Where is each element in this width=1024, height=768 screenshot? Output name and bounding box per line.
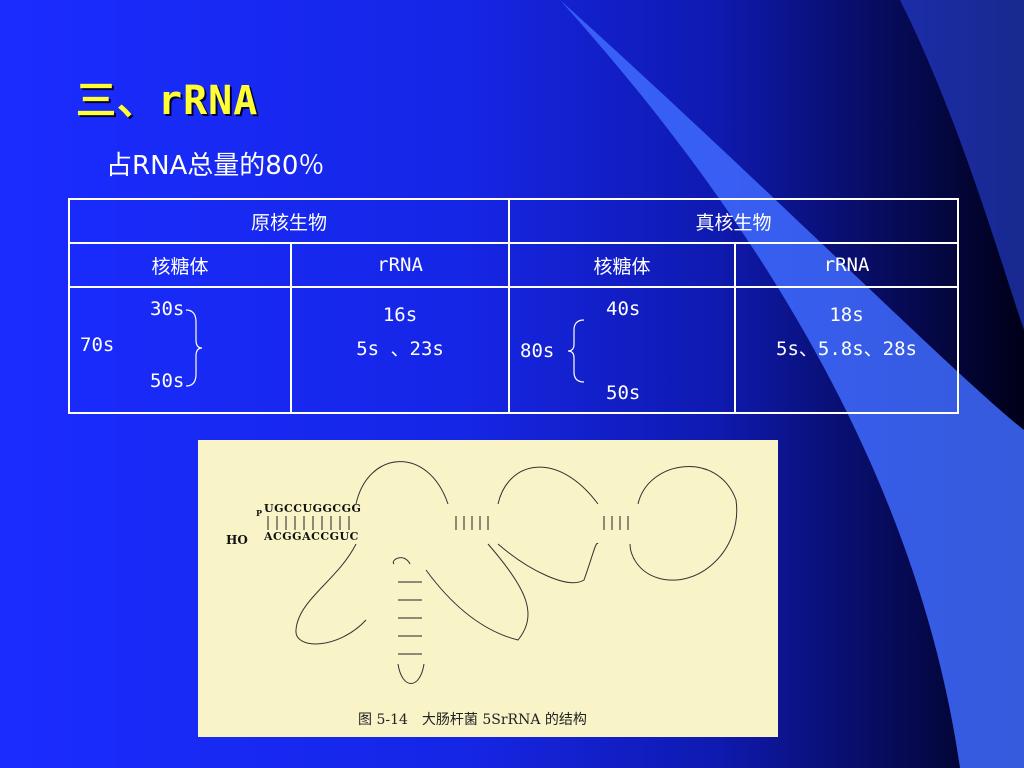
eukaryote-rrna-small: 18s	[829, 304, 864, 326]
prokaryote-rrna-large: 5s 、23s	[356, 338, 444, 360]
cell-eukaryote-rrna: 18s 5s、5.8s、28s	[734, 286, 960, 414]
table-subheader-row: 核糖体 rRNA 核糖体 rRNA	[68, 242, 960, 288]
cell-eukaryote-ribosome: 40s 80s 50s	[508, 286, 737, 414]
prokaryote-large-subunit: 50s	[150, 370, 185, 392]
prokaryote-small-subunit: 30s	[150, 298, 185, 320]
brace-icon	[185, 309, 203, 387]
col-prokaryote-ribosome: 核糖体	[68, 242, 292, 288]
rrna-table: 原核生物 真核生物 核糖体 rRNA 核糖体 rRNA 30s 70s 50s …	[67, 198, 960, 414]
p-label: P	[256, 508, 262, 518]
cell-prokaryote-ribosome: 30s 70s 50s	[68, 286, 292, 414]
end-label: HO	[226, 533, 248, 547]
brace-icon	[567, 319, 585, 383]
eukaryote-whole-ribosome: 80s	[520, 340, 555, 362]
hairpin-5prime: UGCCUGGCGG	[264, 502, 361, 515]
rrna-structure-figure: HO P UGCCUGGCGG ACGGACCGUC	[198, 440, 778, 737]
prokaryote-rrna-small: 16s	[382, 304, 418, 326]
prokaryote-whole-ribosome: 70s	[80, 334, 115, 356]
col-prokaryote-rrna: rRNA	[289, 242, 511, 288]
table-header-row: 原核生物 真核生物	[67, 198, 960, 244]
header-prokaryote: 原核生物	[67, 198, 511, 244]
hairpin-3prime: ACGGACCGUC	[263, 530, 359, 543]
eukaryote-rrna-large: 5s、5.8s、28s	[776, 338, 917, 360]
rrna-secondary-structure-diagram: HO P UGCCUGGCGG ACGGACCGUC	[226, 461, 738, 728]
table-row: 30s 70s 50s 16s 5s 、23s 40s 80s 50s	[68, 286, 960, 414]
header-eukaryote: 真核生物	[508, 198, 960, 244]
col-eukaryote-ribosome: 核糖体	[508, 242, 737, 288]
slide-title: 三、rRNA	[76, 78, 259, 124]
col-eukaryote-rrna: rRNA	[734, 242, 960, 288]
slide-subtitle: 占RNA总量的80％	[106, 151, 325, 181]
eukaryote-large-subunit: 50s	[606, 382, 641, 404]
eukaryote-small-subunit: 40s	[606, 298, 641, 320]
cell-prokaryote-rrna: 16s 5s 、23s	[289, 286, 511, 414]
figure-caption: 图 5-14 大肠杆菌 5SrRNA 的结构	[358, 712, 587, 728]
